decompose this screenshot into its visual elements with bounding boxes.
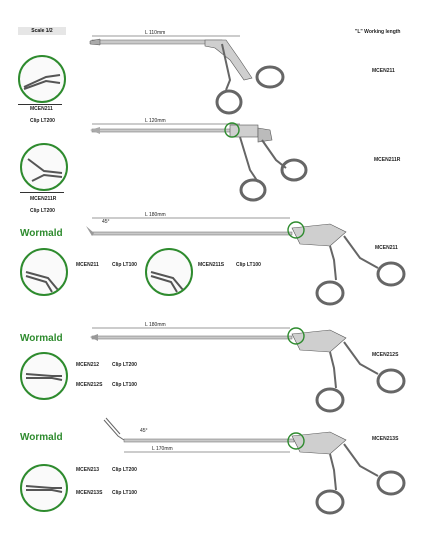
divider <box>20 192 64 193</box>
angle-label: 45° <box>102 219 110 225</box>
scale-label: Scale 1/2 <box>18 27 66 35</box>
detail-code: MCEN211R <box>30 196 57 202</box>
jaw-tip-icon <box>25 373 63 381</box>
detail-code: MCEN211 <box>30 106 53 112</box>
clip-label: Clip LT100 <box>112 262 137 268</box>
detail-code: MCEN212 <box>76 362 100 368</box>
length-label: L 170mm <box>152 446 173 452</box>
jaw-tip-icon <box>23 74 61 90</box>
clip-label: Clip LT200 <box>30 118 55 124</box>
tip-detail-circle <box>18 55 66 103</box>
jaw-tip-icon <box>150 271 184 293</box>
clip-label: Clip LT100 <box>112 382 137 388</box>
product-code: MCEN211 <box>375 245 398 251</box>
angle-label: 45° <box>140 428 148 434</box>
length-label: L 180mm <box>145 212 166 218</box>
detail-code: MCEN213 <box>76 467 100 473</box>
tip-detail-circle <box>20 352 68 400</box>
brand-label: Wormald <box>20 333 63 344</box>
tip-detail-circle <box>20 248 68 296</box>
detail-code: MCEN211 <box>76 262 99 268</box>
brand-label: Wormald <box>20 228 63 239</box>
jaw-tip-icon <box>25 485 63 493</box>
length-label: L 180mm <box>145 322 166 328</box>
length-label: L 120mm <box>145 118 166 124</box>
tip-detail-circle <box>145 248 193 296</box>
product-code: MCEN213S <box>372 436 399 442</box>
divider <box>18 104 62 105</box>
instrument-drawing <box>90 327 406 413</box>
length-label: L 110mm <box>145 30 166 36</box>
jaw-tip-icon <box>27 158 63 182</box>
clip-label: Clip LT200 <box>112 467 137 473</box>
product-code: MCEN211 <box>372 68 395 74</box>
working-length-note: "L" Working length <box>355 29 401 35</box>
clip-label: Clip LT100 <box>236 262 261 268</box>
instrument-drawing <box>86 217 406 306</box>
clip-label: Clip LT200 <box>30 208 55 214</box>
detail-code: MCEN212S <box>76 382 103 388</box>
brand-label: Wormald <box>20 432 63 443</box>
clip-label: Clip LT200 <box>112 362 137 368</box>
detail-code: MCEN211S <box>198 262 225 268</box>
instrument-drawing <box>89 35 285 115</box>
jaw-tip-icon <box>25 271 59 293</box>
clip-label: Clip LT100 <box>112 490 137 496</box>
instrument-drawing <box>90 122 308 202</box>
product-code: MCEN212S <box>372 352 399 358</box>
tip-detail-circle <box>20 143 68 191</box>
detail-code: MCEN213S <box>76 490 103 496</box>
product-code: MCEN211R <box>374 157 401 163</box>
tip-detail-circle <box>20 464 68 512</box>
